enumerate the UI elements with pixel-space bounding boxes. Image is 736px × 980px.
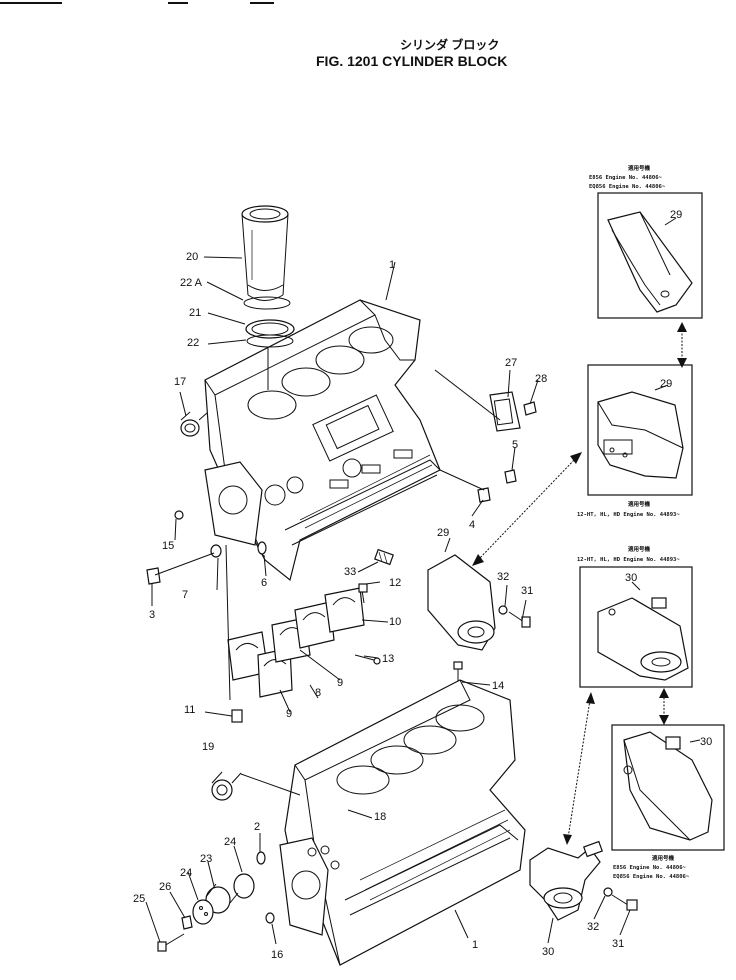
- callout-11: 11: [184, 704, 195, 716]
- callout-30-box-top: 30: [625, 572, 637, 584]
- callout-6: 6: [261, 577, 267, 589]
- note-29-bottom-line-1: 12-HT, HL, HD Engine No. 44893~: [577, 512, 680, 518]
- callout-10: 10: [389, 616, 401, 628]
- callout-29-box-bottom: 29: [660, 378, 672, 390]
- bush-17: [180, 411, 208, 437]
- callout-12: 12: [389, 577, 401, 589]
- callout-29-box-top: 29: [670, 209, 682, 221]
- cylinder-liner: [241, 205, 289, 301]
- callout-30-box-bottom: 30: [700, 736, 712, 748]
- plugs: [146, 469, 517, 585]
- callout-9-left: 9: [286, 708, 292, 720]
- callout-24-left: 24: [180, 867, 192, 879]
- bolts: [204, 583, 463, 723]
- leader-lines: [145, 217, 701, 945]
- callout-22: 22: [187, 337, 199, 349]
- part-33: [374, 548, 394, 566]
- lower-small-parts: [157, 771, 275, 952]
- inset-box-30-bottom: [611, 724, 725, 851]
- inset-box-29-bottom: [587, 364, 693, 496]
- inset-box-29-top: [597, 192, 703, 319]
- callout-labels: 1 1 2 3 4 5 6 7 8 9 9 10 11 12 13 14 15 …: [133, 209, 712, 961]
- callout-30-lower: 30: [542, 946, 554, 958]
- callout-26: 26: [159, 881, 171, 893]
- applicability-notes: 適用号機 E856 Engine No. 44806~ EQ856 Engine…: [577, 164, 690, 880]
- title-japanese: シリンダ ブロック: [400, 37, 499, 52]
- callout-32-mid: 32: [497, 571, 509, 583]
- callout-17: 17: [174, 376, 186, 388]
- callout-18: 18: [374, 811, 386, 823]
- callout-31-mid: 31: [521, 585, 533, 597]
- lower-cylinder-block: [279, 679, 526, 966]
- callout-23: 23: [200, 853, 212, 865]
- callout-29-mid: 29: [437, 527, 449, 539]
- callout-25: 25: [133, 893, 145, 905]
- callout-1-lower: 1: [472, 939, 478, 951]
- callout-9-right: 9: [337, 677, 343, 689]
- callout-13: 13: [382, 653, 394, 665]
- bracket-29-mid: [427, 554, 531, 651]
- callout-1-upper: 1: [389, 259, 395, 271]
- callout-24-right: 24: [224, 836, 236, 848]
- note-30-top-line-1: 12-HT, HL, HD Engine No. 44893~: [577, 557, 680, 563]
- callout-14: 14: [492, 680, 504, 692]
- callout-8: 8: [315, 687, 321, 699]
- callout-16: 16: [271, 949, 283, 961]
- callout-33: 33: [344, 566, 356, 578]
- callout-31-lower: 31: [612, 938, 624, 950]
- note-30-bottom-line-2: EQ856 Engine No. 44806~: [613, 874, 690, 880]
- bracket-30-bottom: [529, 840, 638, 921]
- inset-box-30-top: [579, 566, 693, 688]
- callout-4: 4: [469, 519, 475, 531]
- note-29-top-line-1: E856 Engine No. 44806~: [589, 175, 663, 181]
- upper-cylinder-block: [204, 299, 441, 582]
- note-30-bottom-heading: 適用号機: [652, 854, 675, 862]
- callout-15: 15: [162, 540, 174, 552]
- note-30-bottom-line-1: E856 Engine No. 44806~: [613, 865, 687, 871]
- callout-19: 19: [202, 741, 214, 753]
- callout-7: 7: [182, 589, 188, 601]
- note-29-bottom-heading: 適用号機: [628, 500, 651, 508]
- callout-28: 28: [535, 373, 547, 385]
- interchange-arrows: [472, 322, 687, 845]
- callout-22a: 22 A: [180, 277, 203, 289]
- page-title: FIG. 1201 CYLINDER BLOCK: [316, 53, 507, 69]
- cover-27-plug-28: [489, 391, 537, 432]
- bearing-caps: [227, 587, 365, 698]
- liner-rings: [243, 296, 295, 390]
- callout-27: 27: [505, 357, 517, 369]
- callout-5: 5: [512, 439, 518, 451]
- callout-32-lower: 32: [587, 921, 599, 933]
- callout-20: 20: [186, 251, 198, 263]
- note-29-top-heading: 適用号機: [628, 164, 651, 172]
- note-30-top-heading: 適用号機: [628, 545, 651, 553]
- callout-2: 2: [254, 821, 260, 833]
- note-29-top-line-2: EQ856 Engine No. 44806~: [589, 184, 666, 190]
- callout-3: 3: [149, 609, 155, 621]
- callout-21: 21: [189, 307, 201, 319]
